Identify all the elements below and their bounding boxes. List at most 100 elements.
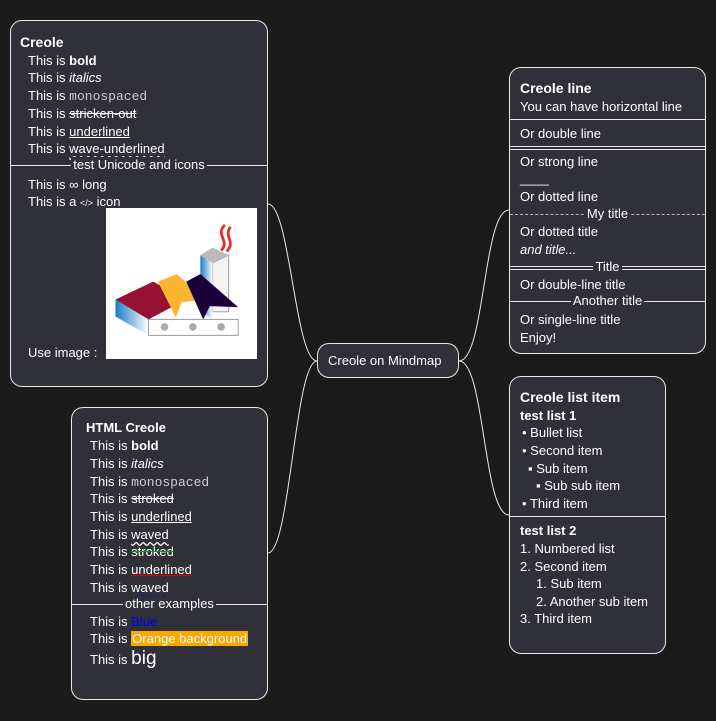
center-node[interactable]: Creole on Mindmap (317, 343, 459, 378)
text: This is (28, 141, 70, 156)
text-line: 1. Sub item (536, 576, 602, 591)
text: This is (28, 177, 70, 192)
text-line: 3. Third item (520, 611, 593, 626)
text: This is (90, 456, 132, 471)
text: stroked (131, 491, 174, 506)
text-line: This is waved (90, 527, 169, 543)
separator-title: test Unicode and icons (11, 157, 267, 172)
text: bold (131, 438, 159, 453)
text: This is (90, 652, 132, 667)
text: monospaced (69, 89, 148, 104)
text: This is (90, 562, 132, 577)
text-line: ▪ Sub sub item (536, 478, 621, 493)
text: wave-underlined (69, 141, 165, 156)
node-title: HTML Creole (86, 420, 166, 435)
text-line: This is underlined (90, 509, 192, 525)
link-creole (267, 203, 318, 362)
text: bold (69, 53, 97, 68)
html-creole-node[interactable]: HTML Creole This is bold This is italics… (71, 407, 268, 700)
line-mono: This is monospaced (28, 88, 147, 105)
factory-image (106, 208, 257, 359)
separator-title: Another title (510, 293, 705, 308)
text: Third item (529, 496, 588, 511)
text-line: Or double-line title (520, 277, 626, 292)
text: icon (93, 194, 121, 209)
text-line: Or dotted title (520, 224, 599, 239)
text-line: 1. Numbered list (520, 541, 615, 556)
text: This is (28, 124, 70, 139)
line-unicode: This is ∞ long (28, 177, 107, 193)
text: other examples (123, 596, 216, 611)
separator (510, 516, 665, 517)
line-strike: This is stricken-out (28, 106, 136, 122)
text-line: Creole list item (520, 389, 621, 405)
text-line: 2. Another sub item (536, 594, 649, 609)
text: big (131, 648, 157, 669)
text-line: and title... (520, 242, 577, 257)
separator-title: My title (510, 206, 705, 221)
text-line: This is monospaced (90, 474, 209, 491)
text-line: This is Blue (90, 614, 157, 630)
creole-list-node[interactable]: Creole list item test list 1 • Bullet li… (509, 376, 666, 654)
text: This is (90, 544, 132, 559)
line-italics: This is italics (28, 70, 102, 86)
text-line: Creole line (520, 80, 592, 96)
text: monospaced (131, 475, 210, 490)
text-line: This is waved (90, 580, 169, 596)
line-underline: This is underlined (28, 124, 130, 140)
text: underlined (131, 562, 192, 577)
creole-node[interactable]: Creole This is bold This is italics This… (10, 20, 268, 387)
line-bold: This is bold (28, 53, 97, 69)
text: This is (28, 53, 70, 68)
text: Another title (570, 293, 645, 308)
text: waved (131, 580, 169, 595)
text-line: test list 2 (520, 523, 577, 538)
text-line: This is Orange background (90, 631, 249, 647)
text: long (78, 177, 107, 192)
text: This is (90, 631, 132, 646)
image-label: Use image : (28, 345, 98, 360)
text-line: This is stroked (90, 544, 174, 560)
text-line: Or double line (520, 126, 601, 141)
text-line: This is bold (90, 438, 159, 454)
text: This is (90, 509, 132, 524)
text-line: This is underlined (90, 562, 192, 578)
text: This is (90, 614, 132, 629)
text: This is a (28, 194, 81, 209)
text: ∞ (69, 177, 79, 192)
link-list (458, 360, 510, 516)
text: waved (131, 527, 169, 542)
text: Sub item (536, 461, 588, 476)
center-label: Creole on Mindmap (328, 353, 442, 368)
text: This is (90, 474, 132, 489)
text-line: • Third item (522, 496, 588, 511)
text: underlined (69, 124, 130, 139)
text: italics (131, 456, 164, 471)
text: stroked (131, 544, 174, 559)
text: test Unicode and icons (71, 157, 207, 172)
text: This is (90, 438, 132, 453)
link-line (458, 209, 510, 362)
text: This is (28, 70, 70, 85)
text: This is (28, 88, 70, 103)
text: Sub sub item (544, 478, 621, 493)
text-line: • Bullet list (522, 425, 583, 440)
creole-line-node[interactable]: Creole line You can have horizontal line… (509, 67, 706, 354)
text: Bullet list (530, 425, 583, 440)
separator-title: other examples (72, 596, 267, 611)
line-icon: This is a </> icon (28, 194, 121, 211)
text: This is (90, 491, 132, 506)
code-icon: </> (80, 198, 94, 208)
text: This is (28, 106, 70, 121)
text-line: This is stroked (90, 491, 174, 507)
text-line: You can have horizontal line (520, 99, 683, 114)
separator (510, 119, 705, 120)
text-line: test list 1 (520, 408, 577, 423)
text: This is (90, 580, 132, 595)
link-html (267, 360, 318, 554)
separator (510, 146, 705, 150)
text-line: This is italics (90, 456, 164, 472)
text-line: 2. Second item (520, 559, 607, 574)
text-line: ▪ Sub item (528, 461, 588, 476)
